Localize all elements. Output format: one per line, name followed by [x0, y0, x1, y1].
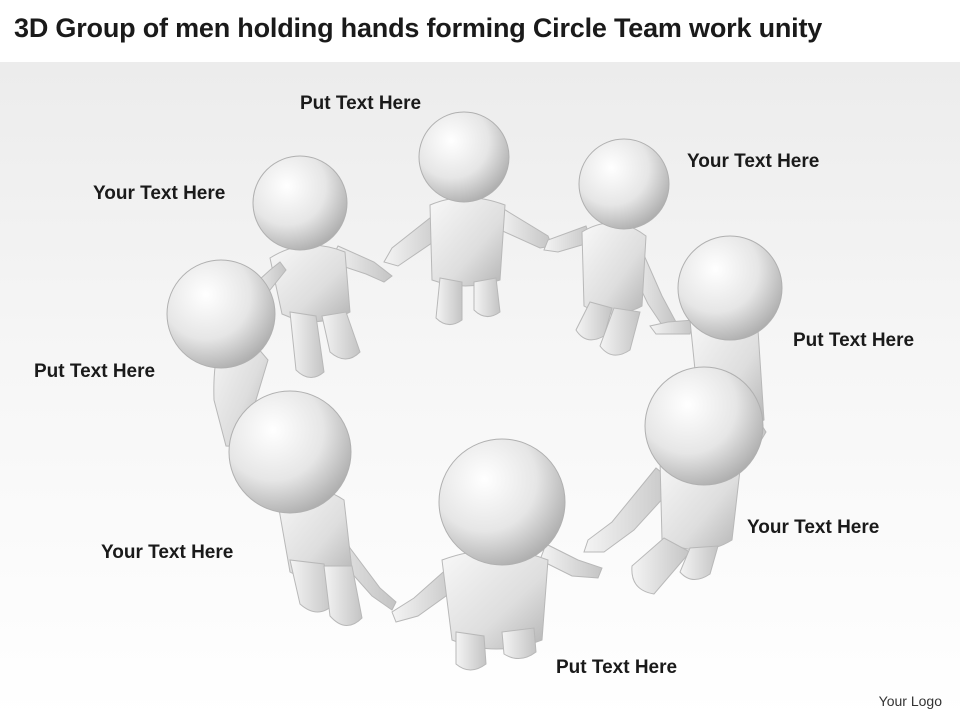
figure-lower-left — [228, 390, 397, 626]
figure-lower-right — [583, 366, 764, 595]
logo-placeholder: Your Logo — [878, 693, 942, 709]
slide-title: 3D Group of men holding hands forming Ci… — [14, 13, 823, 43]
figure-upper-left — [252, 155, 393, 378]
callout-bottom-right: Your Text Here — [747, 517, 880, 538]
figure-top — [383, 111, 553, 325]
callout-bottom-left: Your Text Here — [101, 542, 234, 563]
figure-left — [166, 259, 287, 447]
callout-top-right: Your Text Here — [687, 151, 820, 172]
callout-top: Put Text Here — [300, 93, 422, 114]
callout-bottom: Put Text Here — [556, 657, 678, 678]
figure-bottom — [391, 438, 603, 671]
callout-right: Put Text Here — [793, 330, 915, 351]
figure-upper-right — [543, 138, 677, 356]
callout-left: Put Text Here — [34, 361, 156, 382]
callout-top-left: Your Text Here — [93, 183, 226, 204]
